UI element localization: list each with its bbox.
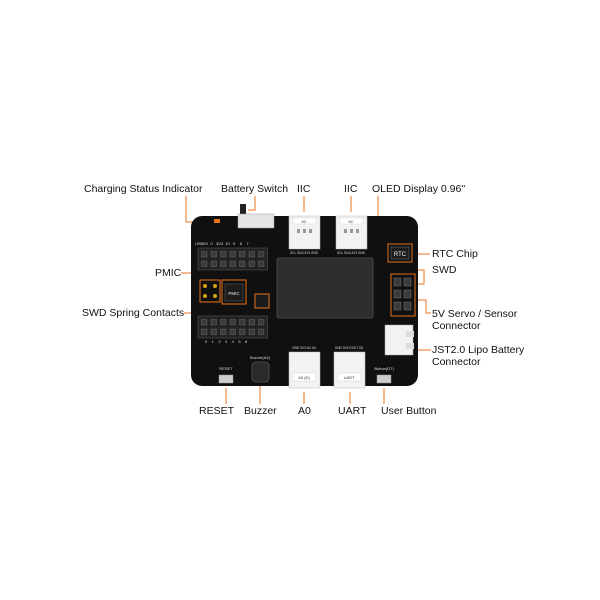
swd-pin bbox=[403, 277, 412, 287]
header-bottom-pin bbox=[210, 319, 217, 326]
label-reset: RESET bbox=[199, 405, 235, 417]
label-a0: A0 bbox=[298, 405, 311, 417]
swd-pin bbox=[393, 277, 402, 287]
battery-switch bbox=[237, 213, 275, 229]
reset-button bbox=[218, 374, 234, 384]
rtc-chip bbox=[390, 246, 410, 260]
swd-pin bbox=[403, 301, 412, 311]
label-pmic: PMIC bbox=[155, 267, 182, 279]
battery-switch-knob bbox=[240, 204, 246, 216]
swd-pin bbox=[403, 289, 412, 299]
a0-pins-silk: GND 3V3 NC A0 bbox=[292, 346, 316, 350]
label-uart: UART bbox=[338, 405, 367, 417]
buzzer-silk: Buzzer(A3) bbox=[250, 355, 271, 360]
user-button bbox=[376, 374, 392, 384]
header-bottom-pin bbox=[248, 328, 255, 335]
buzzer-component bbox=[251, 361, 270, 383]
uart-connector bbox=[333, 351, 366, 389]
user-button-silk: Button(D7) bbox=[374, 366, 394, 371]
header-bottom-pin bbox=[229, 328, 236, 335]
header-top-pin bbox=[229, 260, 236, 267]
label-charging-status: Charging Status Indicator bbox=[84, 183, 203, 195]
pmic-chip-2 bbox=[254, 293, 270, 309]
iic-connector-right bbox=[335, 215, 368, 250]
header-top-pin bbox=[248, 251, 255, 258]
jst-connector bbox=[384, 324, 414, 356]
a0-connector bbox=[288, 351, 321, 389]
header-top-silk: USB5V 0 3V3 10 9 8 7 bbox=[195, 241, 249, 246]
label-jst-battery: JST2.0 Lipo Battery Connector bbox=[432, 344, 525, 368]
header-top-pin bbox=[210, 251, 217, 258]
rtc-box bbox=[387, 243, 413, 263]
rtc-silk: RTC bbox=[394, 252, 407, 258]
header-bottom-pin bbox=[220, 319, 227, 326]
pmic-chip bbox=[224, 283, 244, 302]
oled-display bbox=[276, 257, 374, 319]
header-bottom-pin bbox=[258, 328, 265, 335]
a0-port-silk: A0 (D) bbox=[298, 375, 310, 380]
header-bottom-pin bbox=[201, 319, 208, 326]
swd-pin bbox=[393, 289, 402, 299]
label-iic-2: IIC bbox=[344, 183, 358, 195]
swd-spring-contacts bbox=[203, 284, 217, 298]
header-bottom-pin bbox=[239, 319, 246, 326]
header-bottom-pin bbox=[201, 328, 208, 335]
label-swd: SWD bbox=[432, 264, 457, 276]
iic-left-pins: SCL SDA 3V3 GND bbox=[290, 251, 319, 255]
header-top-pin bbox=[210, 260, 217, 267]
label-buzzer: Buzzer bbox=[244, 405, 277, 417]
header-bottom-pin bbox=[258, 319, 265, 326]
header-bottom-pin bbox=[239, 328, 246, 335]
header-top-pin bbox=[239, 251, 246, 258]
label-oled-display: OLED Display 0.96'' bbox=[372, 183, 466, 195]
header-top-pin bbox=[220, 251, 227, 258]
header-top-pin bbox=[258, 251, 265, 258]
label-battery-switch: Battery Switch bbox=[221, 183, 289, 195]
header-bottom-pin bbox=[210, 328, 217, 335]
iic-right-pins: SCL SDA 3V3 GND bbox=[337, 251, 366, 255]
header-top-pin bbox=[239, 260, 246, 267]
reset-silk: RESET bbox=[219, 366, 233, 371]
header-top-pin bbox=[201, 260, 208, 267]
header-top-pin bbox=[229, 251, 236, 258]
charging-led bbox=[214, 219, 220, 223]
label-iic-1: IIC bbox=[297, 183, 311, 195]
header-bottom-silk: 0 1 2 3 4 5 6 bbox=[205, 339, 248, 344]
label-user-button: User Button bbox=[381, 405, 437, 417]
header-top-pin bbox=[220, 260, 227, 267]
swd-box bbox=[390, 273, 416, 317]
uart-pins-silk: GND 3V3 RXD TXD bbox=[335, 346, 364, 350]
iic-right-silk: IIC bbox=[348, 219, 353, 224]
swd-pins bbox=[393, 277, 412, 311]
leader-battery-switch bbox=[248, 196, 256, 211]
header-bottom-pin bbox=[229, 319, 236, 326]
label-swd-spring: SWD Spring Contacts bbox=[82, 307, 185, 319]
pmic-silk: PMIC bbox=[228, 291, 240, 296]
leader-servo bbox=[418, 299, 431, 314]
swd-pin bbox=[393, 301, 402, 311]
swd-spring-box bbox=[199, 279, 221, 303]
header-bottom-frame bbox=[197, 315, 268, 339]
pin-header-top bbox=[197, 247, 268, 271]
header-bottom-pin bbox=[220, 328, 227, 335]
pmic-box bbox=[221, 279, 247, 305]
pin-header-bottom bbox=[197, 315, 268, 339]
uart-port-silk: UART bbox=[344, 375, 355, 380]
label-rtc-chip: RTC Chip bbox=[432, 248, 478, 260]
label-servo-connector: 5V Servo / Sensor Connector bbox=[432, 308, 518, 332]
header-top-pin bbox=[201, 251, 208, 258]
header-top-pin bbox=[258, 260, 265, 267]
header-top-pin bbox=[248, 260, 255, 267]
header-bottom-pin bbox=[248, 319, 255, 326]
iic-connector-left bbox=[288, 215, 321, 250]
iic-left-silk: IIC bbox=[301, 219, 306, 224]
